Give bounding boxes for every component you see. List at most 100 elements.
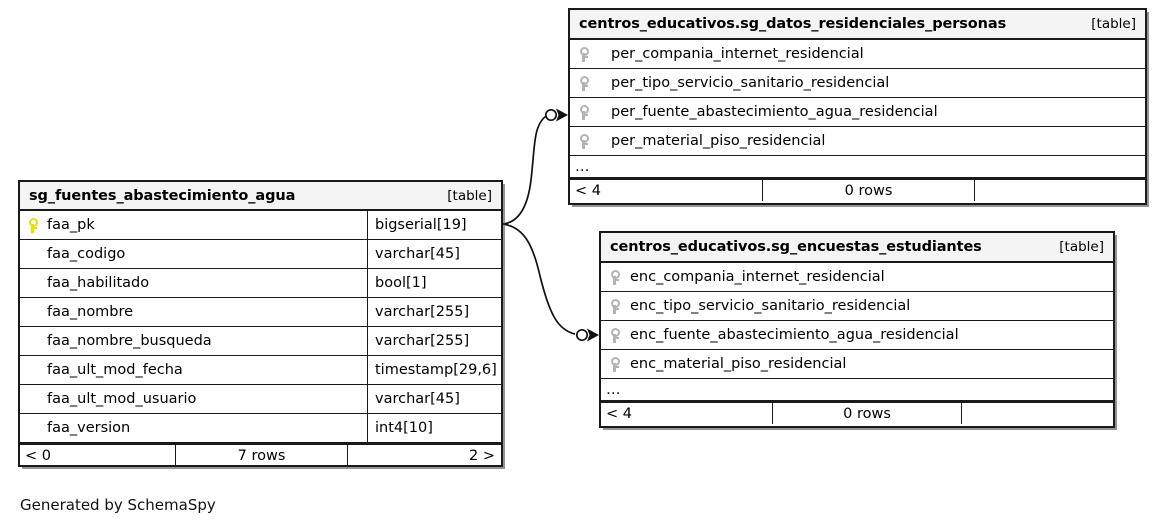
table-row[interactable]: faa_version int4[10] bbox=[20, 414, 501, 443]
column-name: per_material_piso_residencial bbox=[611, 133, 826, 149]
foreign-key-icon bbox=[610, 327, 621, 343]
table-row[interactable]: per_fuente_abastecimiento_agua_residenci… bbox=[570, 98, 1145, 127]
column-name-cell: enc_material_piso_residencial bbox=[601, 350, 1113, 378]
column-name-cell: faa_ult_mod_usuario bbox=[20, 385, 367, 413]
column-name-cell: faa_ult_mod_fecha bbox=[20, 356, 367, 384]
column-name: faa_habilitado bbox=[47, 275, 150, 291]
column-name-cell: faa_version bbox=[20, 414, 367, 442]
cardinality-zero-circle bbox=[575, 328, 589, 342]
generated-by-caption: Generated by SchemaSpy bbox=[20, 496, 216, 514]
table-row[interactable]: enc_compania_internet_residencial bbox=[601, 263, 1113, 292]
column-name-cell: per_compania_internet_residencial bbox=[570, 40, 1145, 68]
column-name-cell: per_material_piso_residencial bbox=[570, 127, 1145, 155]
column-type: varchar[255] bbox=[367, 298, 501, 326]
column-name-cell: faa_nombre bbox=[20, 298, 367, 326]
table-type-tag: [table] bbox=[1059, 239, 1104, 255]
table-footer: < 4 0 rows bbox=[601, 401, 1113, 424]
table-type-tag: [table] bbox=[447, 187, 492, 204]
table-row[interactable]: faa_codigo varchar[45] bbox=[20, 240, 501, 269]
column-name-cell: faa_habilitado bbox=[20, 269, 367, 297]
column-name-cell: enc_tipo_servicio_sanitario_residencial bbox=[601, 292, 1113, 320]
foreign-key-icon bbox=[579, 75, 590, 91]
cardinality-zero-circle bbox=[544, 108, 558, 122]
foreign-key-icon bbox=[579, 133, 590, 149]
table-title: centros_educativos.sg_datos_residenciale… bbox=[579, 16, 1007, 32]
column-name: faa_nombre bbox=[47, 304, 134, 320]
no-key-spacer bbox=[28, 392, 39, 407]
column-name: per_fuente_abastecimiento_agua_residenci… bbox=[611, 104, 938, 120]
table-row[interactable]: per_tipo_servicio_sanitario_residencial bbox=[570, 69, 1145, 98]
more-columns-indicator: … bbox=[570, 156, 1145, 178]
table-row[interactable]: faa_ult_mod_usuario varchar[45] bbox=[20, 385, 501, 414]
table-header: sg_fuentes_abastecimiento_agua [table] bbox=[20, 182, 501, 211]
column-name-cell: faa_codigo bbox=[20, 240, 367, 268]
table-title: sg_fuentes_abastecimiento_agua bbox=[29, 187, 296, 204]
foreign-key-icon bbox=[579, 104, 590, 120]
table-row[interactable]: faa_nombre varchar[255] bbox=[20, 298, 501, 327]
foreign-key-icon bbox=[579, 46, 590, 62]
column-name-cell: faa_pk bbox=[20, 211, 367, 239]
footer-parents-count[interactable]: < 4 bbox=[606, 405, 632, 422]
column-name: per_compania_internet_residencial bbox=[611, 46, 864, 62]
table-row[interactable]: enc_material_piso_residencial bbox=[601, 350, 1113, 379]
column-type: varchar[45] bbox=[367, 240, 501, 268]
column-name: faa_nombre_busqueda bbox=[47, 333, 212, 349]
table-row[interactable]: faa_ult_mod_fecha timestamp[29,6] bbox=[20, 356, 501, 385]
table-header: centros_educativos.sg_encuestas_estudian… bbox=[601, 233, 1113, 263]
footer-row-count: 0 rows bbox=[772, 403, 962, 424]
no-key-spacer bbox=[28, 334, 39, 349]
footer-children-count[interactable]: 2 > bbox=[469, 448, 495, 464]
column-name-cell: per_fuente_abastecimiento_agua_residenci… bbox=[570, 98, 1145, 126]
column-name: faa_pk bbox=[47, 217, 95, 233]
foreign-key-icon bbox=[610, 356, 621, 372]
column-name-cell: per_tipo_servicio_sanitario_residencial bbox=[570, 69, 1145, 97]
primary-key-icon bbox=[28, 217, 39, 233]
footer-parents-count[interactable]: < 4 bbox=[575, 182, 601, 199]
no-key-spacer bbox=[28, 421, 39, 436]
table-row[interactable]: per_compania_internet_residencial bbox=[570, 40, 1145, 69]
column-name-cell: faa_nombre_busqueda bbox=[20, 327, 367, 355]
relationship-edge-encuestas-estudiantes bbox=[502, 223, 599, 342]
column-type: varchar[255] bbox=[367, 327, 501, 355]
table-row[interactable]: faa_habilitado bool[1] bbox=[20, 269, 501, 298]
no-key-spacer bbox=[28, 276, 39, 291]
foreign-key-icon bbox=[610, 269, 621, 285]
footer-children-count[interactable] bbox=[962, 403, 1113, 424]
column-type: int4[10] bbox=[367, 414, 501, 442]
table-footer: < 0 7 rows 2 > bbox=[20, 443, 501, 467]
arrowhead bbox=[556, 108, 568, 122]
table-row[interactable]: faa_pk bigserial[19] bbox=[20, 211, 501, 240]
no-key-spacer bbox=[28, 247, 39, 262]
table-sg-encuestas-estudiantes[interactable]: centros_educativos.sg_encuestas_estudian… bbox=[599, 231, 1115, 428]
foreign-key-icon bbox=[610, 298, 621, 314]
table-row[interactable]: enc_fuente_abastecimiento_agua_residenci… bbox=[601, 321, 1113, 350]
column-name-cell: enc_fuente_abastecimiento_agua_residenci… bbox=[601, 321, 1113, 349]
table-sg-datos-residenciales-personas[interactable]: centros_educativos.sg_datos_residenciale… bbox=[568, 8, 1147, 205]
table-sg-fuentes-abastecimiento-agua[interactable]: sg_fuentes_abastecimiento_agua [table] f… bbox=[18, 180, 503, 467]
table-type-tag: [table] bbox=[1091, 16, 1136, 32]
table-row[interactable]: faa_nombre_busqueda varchar[255] bbox=[20, 327, 501, 356]
column-name: faa_version bbox=[47, 420, 131, 436]
column-type: timestamp[29,6] bbox=[367, 356, 501, 384]
column-name: faa_ult_mod_fecha bbox=[47, 362, 183, 378]
column-type: bool[1] bbox=[367, 269, 501, 297]
column-name: enc_material_piso_residencial bbox=[630, 356, 847, 372]
column-name-cell: enc_compania_internet_residencial bbox=[601, 263, 1113, 291]
column-type: varchar[45] bbox=[367, 385, 501, 413]
footer-row-count: 0 rows bbox=[762, 180, 975, 201]
column-type: bigserial[19] bbox=[367, 211, 501, 239]
relationship-edge-datos-residenciales bbox=[502, 108, 568, 225]
no-key-spacer bbox=[28, 363, 39, 378]
column-name: per_tipo_servicio_sanitario_residencial bbox=[611, 75, 890, 91]
footer-children-count[interactable] bbox=[975, 180, 1145, 201]
table-footer: < 4 0 rows bbox=[570, 178, 1145, 201]
column-name: faa_codigo bbox=[47, 246, 126, 262]
more-columns-indicator: … bbox=[601, 379, 1113, 401]
table-header: centros_educativos.sg_datos_residenciale… bbox=[570, 10, 1145, 40]
column-name: enc_fuente_abastecimiento_agua_residenci… bbox=[630, 327, 959, 343]
table-row[interactable]: per_material_piso_residencial bbox=[570, 127, 1145, 156]
footer-parents-count[interactable]: < 0 bbox=[25, 448, 51, 464]
table-title: centros_educativos.sg_encuestas_estudian… bbox=[610, 239, 982, 255]
arrowhead bbox=[587, 328, 599, 342]
table-row[interactable]: enc_tipo_servicio_sanitario_residencial bbox=[601, 292, 1113, 321]
